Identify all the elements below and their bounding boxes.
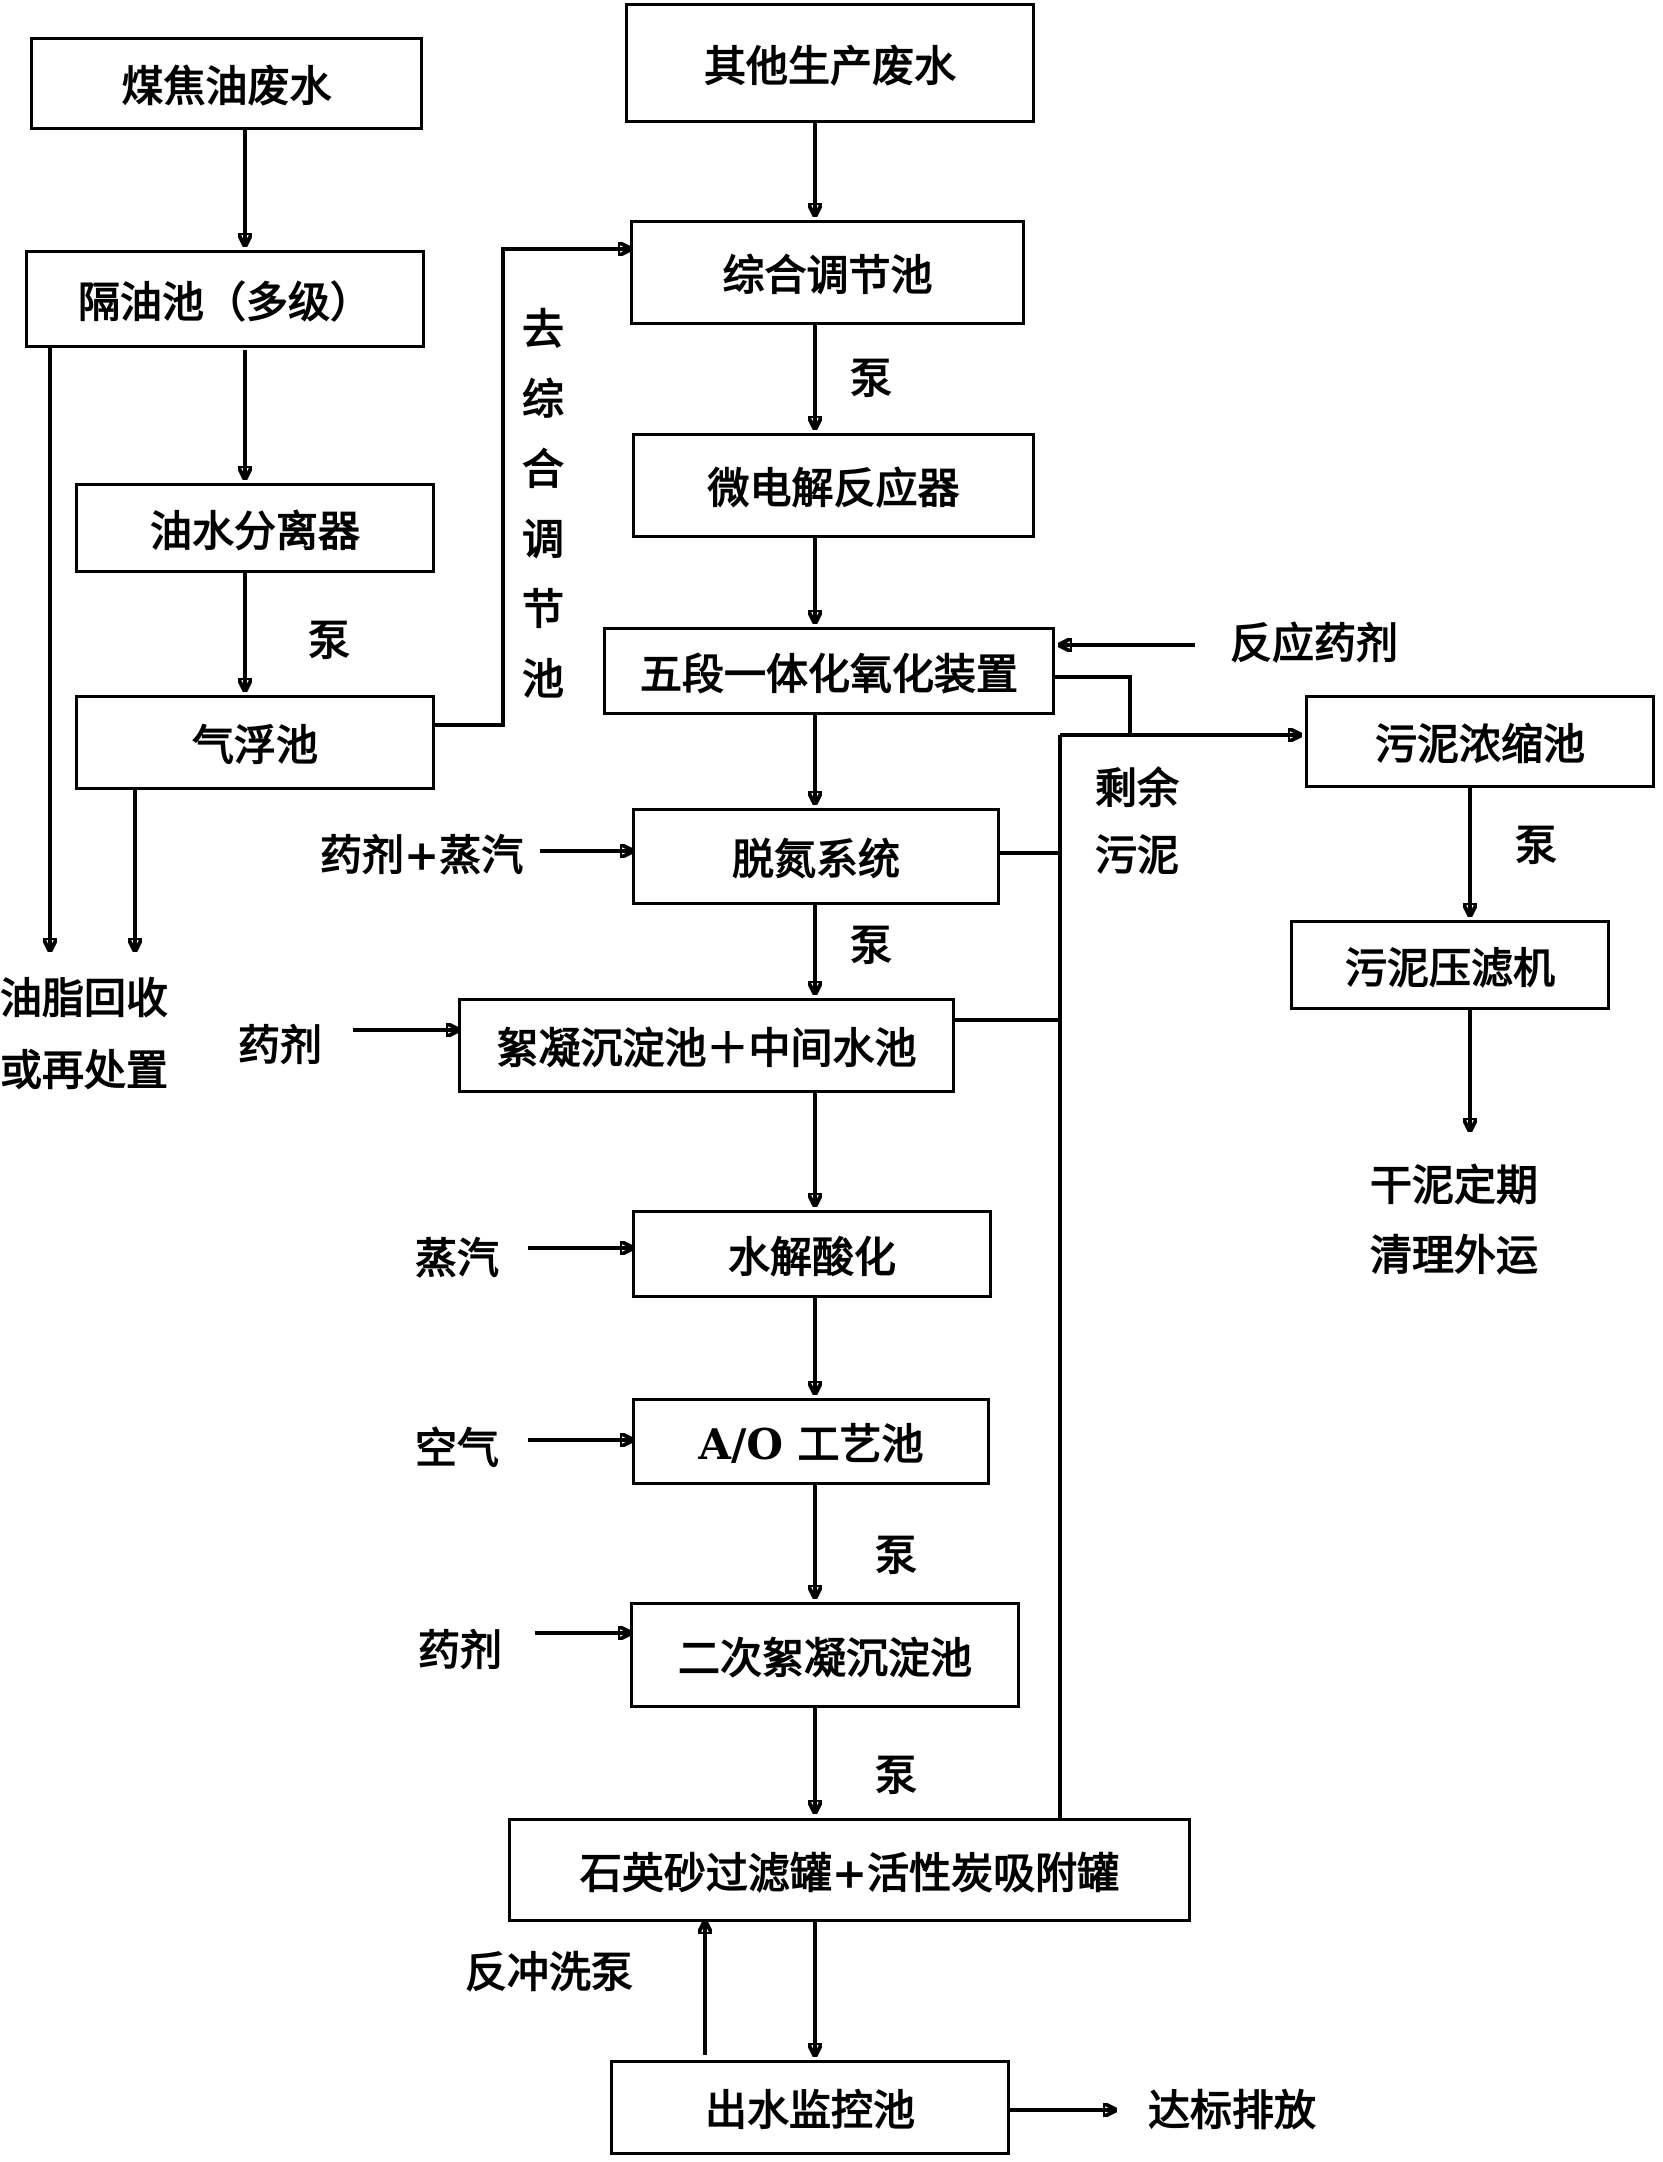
- reaction-agent-label: 反应药剂: [1230, 619, 1399, 668]
- excess-sludge-label-1: 剩余: [1095, 764, 1180, 813]
- equalization-tank-box: 综合调节池: [630, 220, 1025, 325]
- steam-label: 蒸汽: [415, 1234, 500, 1283]
- to-equalization-label: 去综合调节池: [521, 305, 564, 704]
- oil-water-separator-box: 油水分离器: [75, 483, 435, 573]
- oil-recovery-label-2: 或再处置: [0, 1046, 169, 1095]
- hydrolysis-box: 水解酸化: [632, 1210, 992, 1298]
- denitrogen-system-box: 脱氮系统: [632, 808, 1000, 905]
- dry-sludge-label-1: 干泥定期: [1370, 1161, 1539, 1210]
- air-label: 空气: [415, 1424, 500, 1473]
- secondary-coagulation-box: 二次絮凝沉淀池: [630, 1602, 1020, 1708]
- pump-label-1: 泵: [850, 354, 893, 403]
- agent-steam-label: 药剂+蒸汽: [320, 831, 524, 880]
- oil-recovery-label-1: 油脂回收: [0, 974, 169, 1023]
- pump-label-5: 泵: [875, 1531, 918, 1580]
- oil-separation-tank-box: 隔油池（多级）: [25, 250, 425, 348]
- discharge-label: 达标排放: [1148, 2086, 1317, 2135]
- other-wastewater-box: 其他生产废水: [625, 3, 1035, 123]
- pump-label-3: 泵: [1515, 821, 1558, 870]
- pump-label-2: 泵: [308, 616, 351, 665]
- dry-sludge-label-2: 清理外运: [1370, 1231, 1539, 1280]
- agent-label-1: 药剂: [238, 1021, 323, 1070]
- pump-label-6: 泵: [875, 1751, 918, 1800]
- filter-tanks-box: 石英砂过滤罐+活性炭吸附罐: [508, 1818, 1191, 1922]
- sludge-thickener-box: 污泥浓缩池: [1305, 695, 1655, 788]
- monitoring-tank-box: 出水监控池: [610, 2060, 1010, 2155]
- coking-wastewater-box: 煤焦油废水: [30, 37, 423, 130]
- oxidation-device-box: 五段一体化氧化装置: [603, 627, 1055, 715]
- air-flotation-box: 气浮池: [75, 695, 435, 790]
- excess-sludge-label-2: 污泥: [1095, 831, 1180, 880]
- agent-label-2: 药剂: [418, 1626, 503, 1675]
- sludge-filter-press-box: 污泥压滤机: [1290, 920, 1610, 1010]
- coagulation-tank-box: 絮凝沉淀池＋中间水池: [458, 998, 955, 1093]
- ao-tank-box: A/O 工艺池: [632, 1398, 990, 1485]
- pump-label-4: 泵: [850, 921, 893, 970]
- micro-electrolysis-box: 微电解反应器: [632, 433, 1035, 538]
- backwash-pump-label: 反冲洗泵: [465, 1948, 634, 1997]
